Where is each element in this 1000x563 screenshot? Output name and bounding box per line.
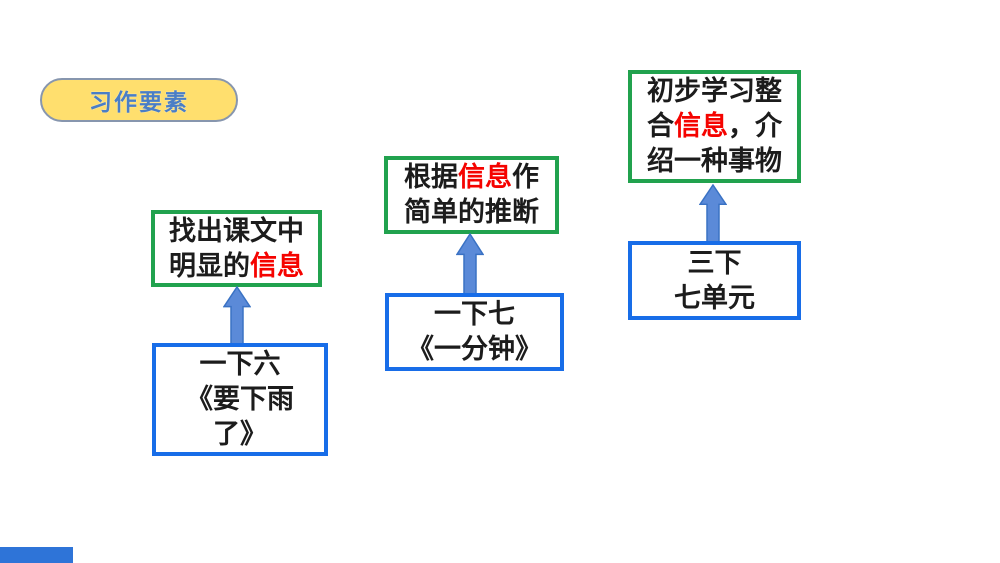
source-box-lesson7: 一下七《一分钟》 [385,293,564,371]
skill-box-find-info: 找出课文中明显的信息 [151,210,322,287]
source-box-unit7: 三下七单元 [628,241,801,320]
up-arrow-icon [456,233,484,294]
skill-box-integrate: 初步学习整合信息，介绍一种事物 [628,70,801,183]
skill-box-infer: 根据信息作简单的推断 [384,156,559,234]
topic-badge: 习作要素 [40,78,238,122]
source-box-lesson6: 一下六《要下雨了》 [152,343,328,456]
up-arrow-icon [699,184,727,242]
bottom-left-decoration [0,547,73,563]
topic-badge-label: 习作要素 [89,90,189,116]
up-arrow-icon [223,286,251,345]
